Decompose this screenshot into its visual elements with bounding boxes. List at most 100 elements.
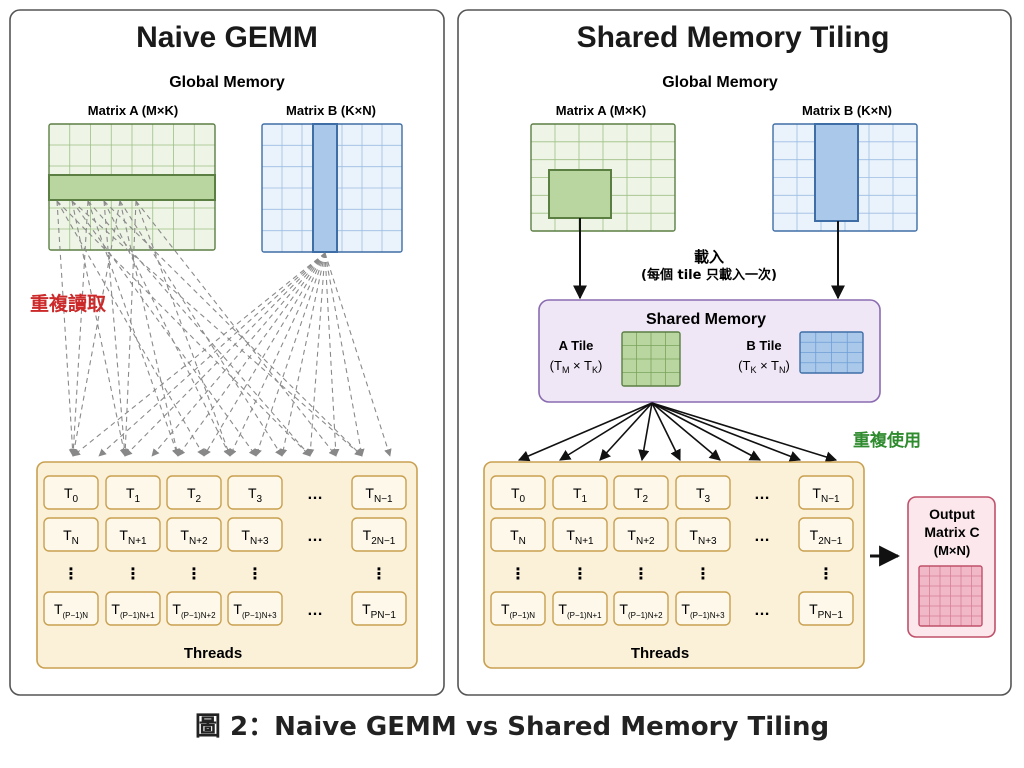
reuse-arrow <box>651 402 802 462</box>
reuse-arrows <box>517 402 838 463</box>
naive-matrix-a-label: Matrix A (M×K) <box>88 103 178 118</box>
tiling-thread-id: T(P−1)N+3 <box>681 601 725 620</box>
naive-global-memory-label: Global Memory <box>169 74 285 91</box>
naive-thread-cell <box>227 475 283 510</box>
a-tile-dims: (TM × TK) <box>550 358 603 375</box>
figure-caption: 圖 2：Naive GEMM vs Shared Memory Tiling <box>194 712 830 742</box>
naive-ellipsis: … <box>307 528 323 545</box>
naive-thread-cell <box>351 517 407 552</box>
tiling-thread-id: TN+2 <box>627 527 655 547</box>
output-label-line1: Output <box>929 506 975 522</box>
reuse-arrow <box>651 402 721 461</box>
matrix-a-read-arrow <box>56 200 311 457</box>
tiling-ellipsis: ⋮ <box>695 566 711 583</box>
tiling-matrix-b-label: Matrix B (K×N) <box>802 103 892 118</box>
naive-thread-id: T(P−1)N+1 <box>111 601 155 620</box>
tiling-thread-cell <box>490 517 546 552</box>
tiling-thread-id: T0 <box>511 485 526 505</box>
matrix-b-read-arrow <box>177 252 326 457</box>
naive-matrix-b-col-highlight <box>312 123 338 253</box>
naive-thread-cell <box>166 591 222 626</box>
naive-thread-id: T3 <box>248 485 263 505</box>
naive-ellipsis: … <box>307 486 323 503</box>
tiling-matrix-a-tile <box>548 169 612 219</box>
matrix-a-read-arrow <box>135 200 232 457</box>
matrix-a-read-arrow <box>121 200 137 457</box>
naive-gemm-panel: Naive GEMM Global Memory Matrix A (M×K) … <box>9 9 445 696</box>
output-label-line2: Matrix C <box>924 524 979 540</box>
matrix-a-read-arrow <box>103 200 129 457</box>
tiling-matrix-b-tile <box>814 123 859 222</box>
tiling-panel: Shared Memory Tiling Global Memory Matri… <box>457 9 1012 696</box>
matrix-a-read-arrow <box>69 200 89 457</box>
matrix-b-read-arrow <box>306 252 326 457</box>
b-tile-dims: (TK × TN) <box>738 358 790 375</box>
reuse-arrow <box>651 402 761 461</box>
tiling-thread-id: T2 <box>634 485 649 505</box>
load-label: 載入 <box>694 248 724 266</box>
tiling-thread-cell <box>798 591 854 626</box>
naive-thread-id: T(P−1)N+3 <box>233 601 277 620</box>
matrix-b-read-arrow <box>279 252 326 457</box>
tiling-matrix-a <box>530 123 676 232</box>
tiling-thread-cell <box>613 591 669 626</box>
naive-ellipsis: ⋮ <box>186 566 202 583</box>
tiling-thread-id: T2N−1 <box>810 527 843 547</box>
tiling-thread-id: T3 <box>696 485 711 505</box>
naive-thread-id: T2 <box>187 485 202 505</box>
naive-ellipsis: ⋮ <box>125 566 141 583</box>
naive-ellipsis: … <box>307 602 323 619</box>
tiling-thread-id: TN+3 <box>689 527 717 547</box>
a-tile-border <box>621 331 681 387</box>
matrix-a-read-arrow <box>87 200 180 457</box>
tiling-thread-id: T1 <box>573 485 588 505</box>
load-note: (每個 tile 只載入一次) <box>641 267 777 283</box>
matrix-a-read-arrow <box>56 200 77 457</box>
tiling-ellipsis: ⋮ <box>572 566 588 583</box>
repeated-read-label: 重複讀取 <box>30 292 106 315</box>
matrix-b-read-arrow <box>324 252 340 457</box>
naive-thread-id: TN+1 <box>119 527 147 547</box>
naive-thread-id: TN+2 <box>180 527 208 547</box>
repeated-read-arrows <box>56 200 392 457</box>
tiling-thread-id: TN−1 <box>812 485 840 505</box>
matrix-a-read-arrow <box>70 200 121 457</box>
tiling-global-memory-label: Global Memory <box>662 74 778 91</box>
a-tile-grid <box>621 331 681 387</box>
reuse-label: 重複使用 <box>853 430 921 451</box>
naive-thread-id: TN <box>63 527 79 547</box>
naive-matrix-a <box>48 123 216 251</box>
tiling-panel-title: Shared Memory Tiling <box>577 21 890 54</box>
naive-thread-cell <box>227 591 283 626</box>
naive-thread-id: T1 <box>126 485 141 505</box>
output-matrix-border <box>918 565 983 627</box>
naive-ellipsis: ⋮ <box>247 566 263 583</box>
reuse-arrow <box>638 402 653 462</box>
tiling-matrix-b <box>772 123 918 232</box>
naive-thread-id: T(P−1)N+2 <box>172 601 216 620</box>
matrix-a-read-arrow <box>103 200 363 457</box>
tiling-thread-cell <box>798 517 854 552</box>
matrix-a-read-arrow <box>71 200 128 457</box>
tiling-thread-cell <box>613 475 669 510</box>
tiling-thread-id: T(P−1)N <box>501 601 535 620</box>
tiling-thread-id: TN+1 <box>566 527 594 547</box>
reuse-arrow <box>517 402 653 462</box>
tiling-thread-cell <box>675 517 731 552</box>
output-matrix-grid <box>918 565 983 627</box>
tiling-thread-id: TN <box>510 527 526 547</box>
b-tile-label: B Tile <box>746 338 781 353</box>
naive-thread-id: T0 <box>64 485 79 505</box>
naive-thread-cell <box>105 517 161 552</box>
naive-ellipsis: ⋮ <box>371 566 387 583</box>
naive-thread-cell <box>227 517 283 552</box>
matrix-b-read-arrow <box>124 252 326 457</box>
shared-memory-label: Shared Memory <box>646 311 766 328</box>
naive-thread-cell <box>105 591 161 626</box>
tiling-ellipsis: ⋮ <box>510 566 526 583</box>
naive-thread-id: T(P−1)N <box>54 601 88 620</box>
tiling-thread-cell <box>613 517 669 552</box>
naive-thread-cell <box>43 517 99 552</box>
